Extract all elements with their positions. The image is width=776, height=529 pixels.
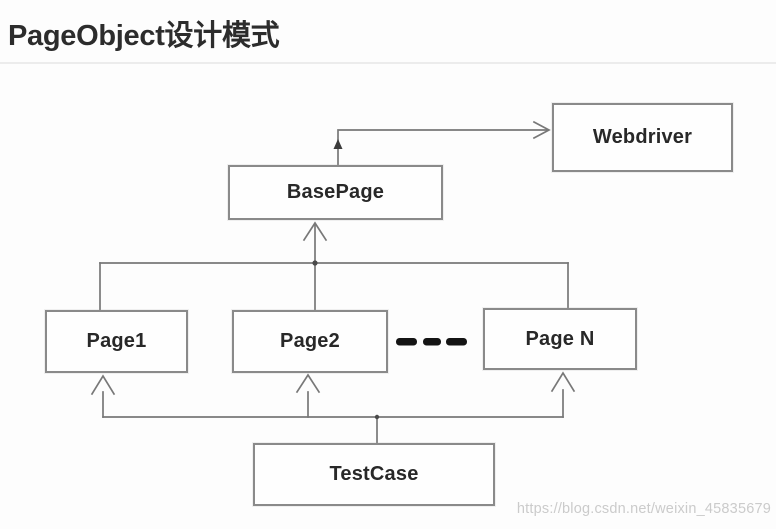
- node-webdriver-label: Webdriver: [592, 126, 693, 148]
- arrowhead-up-pageN: [550, 371, 576, 393]
- node-page1: Page1: [45, 310, 188, 373]
- arrowhead-up-basepage: [302, 221, 328, 242]
- ellipsis-dashes: [396, 338, 467, 346]
- arrowhead-up-page1: [90, 374, 116, 396]
- junction-dot-upper: [312, 260, 318, 266]
- node-testcase-label: TestCase: [329, 463, 419, 485]
- node-basepage: BasePage: [228, 165, 443, 220]
- node-page2: Page2: [232, 310, 388, 373]
- arrowhead-up-page2: [295, 373, 321, 394]
- title-divider: [0, 62, 776, 64]
- watermark-text: https://blog.csdn.net/weixin_45835679: [516, 501, 771, 517]
- junction-dot-lower: [374, 414, 380, 420]
- node-pageN: Page N: [483, 308, 637, 370]
- node-webdriver: Webdriver: [552, 103, 733, 172]
- node-basepage-label: BasePage: [286, 181, 385, 203]
- arrowhead-right-webdriver: [532, 120, 551, 140]
- node-page2-label: Page2: [280, 330, 340, 352]
- edge-basepage-to-webdriver: [337, 129, 548, 166]
- node-pageN-label: Page N: [525, 327, 595, 350]
- page-title: PageObject设计模式: [8, 20, 280, 52]
- node-page1-label: Page1: [86, 330, 147, 352]
- node-testcase: TestCase: [253, 443, 495, 506]
- up-tick-mark: [333, 139, 343, 149]
